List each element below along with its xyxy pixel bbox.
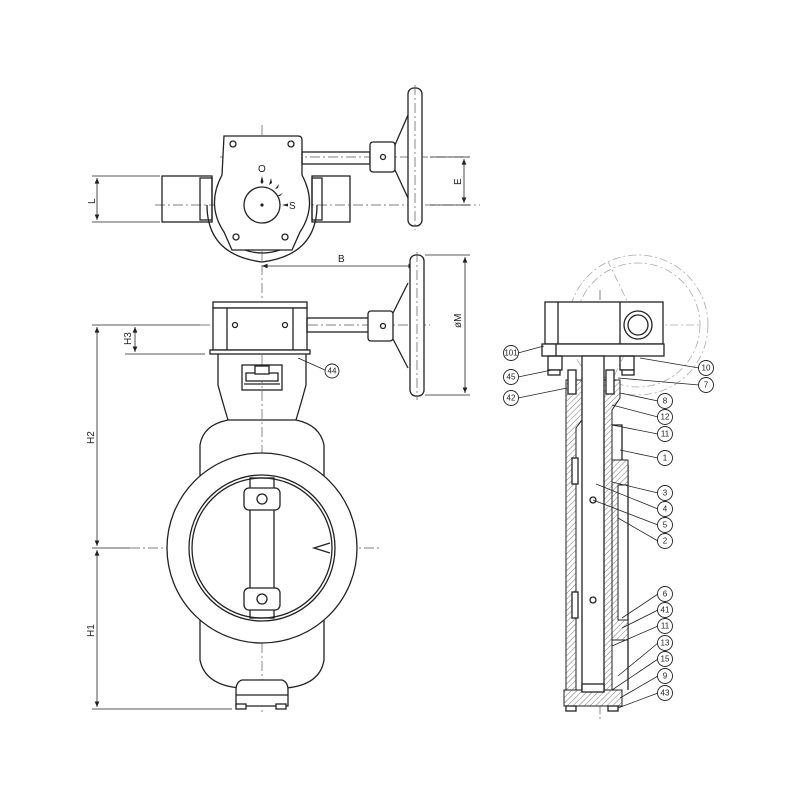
dim-B: B (338, 254, 345, 265)
callout-11: 11 (661, 430, 670, 439)
callout-8: 8 (663, 397, 668, 406)
right-callouts: 10 7 8 12 11 1 3 4 5 (592, 357, 714, 709)
dim-L: L (87, 198, 98, 204)
callout-1: 1 (663, 454, 668, 463)
callout-7: 7 (704, 381, 709, 390)
dim-E: E (453, 178, 464, 185)
callout-41: 41 (661, 606, 670, 615)
indicator-shut-label: S (289, 201, 296, 212)
dim-H3: H3 (123, 332, 134, 345)
callout-11b: 11 (661, 622, 670, 631)
dim-H2: H2 (86, 431, 97, 444)
top-view: O S L E (87, 85, 480, 263)
indicator-open-label: O (258, 164, 266, 175)
callout-4: 4 (663, 505, 668, 514)
callout-15: 15 (661, 655, 670, 664)
front-view: B øM 44 (86, 252, 470, 715)
callout-3: 3 (663, 489, 668, 498)
callout-12: 12 (661, 413, 670, 422)
callout-42: 42 (507, 394, 516, 403)
callout-2: 2 (663, 537, 668, 546)
callout-44: 44 (328, 367, 337, 376)
callout-13: 13 (661, 639, 670, 648)
callout-6: 6 (663, 590, 668, 599)
callout-43: 43 (661, 689, 670, 698)
callout-45: 45 (507, 373, 516, 382)
callout-101: 101 (504, 349, 518, 358)
callout-9: 9 (663, 672, 668, 681)
callout-5: 5 (663, 521, 668, 530)
callout-10: 10 (702, 364, 711, 373)
dim-M: øM (453, 314, 464, 328)
side-section-view: 101 45 42 10 7 8 12 11 1 (503, 254, 714, 720)
dim-H1: H1 (86, 624, 97, 637)
